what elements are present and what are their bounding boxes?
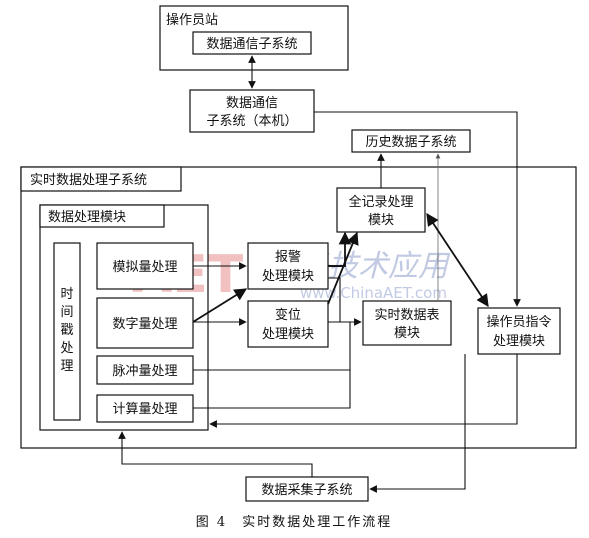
realtime-table-module-line1: 实时数据表 xyxy=(374,308,439,323)
alarm-module-line2: 处理模块 xyxy=(262,269,314,284)
local-comm-line1: 数据通信 xyxy=(226,96,278,111)
digital-processing-box xyxy=(96,297,194,349)
alarm-to-full-record-arrow xyxy=(328,231,352,267)
full-record-module-line1: 全记录处理 xyxy=(348,194,413,210)
calc-processing-box xyxy=(96,394,194,423)
operator-command-to-acquisition-arrow xyxy=(369,354,466,493)
full-record-module-box xyxy=(336,187,426,233)
operator-station-title: 操作员站 xyxy=(166,12,218,28)
data-processing-module-title: 数据处理模块 xyxy=(48,210,126,225)
realtime-subsystem-frame xyxy=(20,166,577,449)
data-acquisition-subsystem-box xyxy=(245,476,369,502)
watermark-url: www.ChinaAET.com xyxy=(300,284,447,302)
change-module-line2: 处理模块 xyxy=(262,327,314,342)
operator-command-module-line1: 操作员指令 xyxy=(486,314,551,330)
data-processing-module-title-box xyxy=(39,204,165,228)
connectors xyxy=(118,111,521,493)
realtime-table-module-line2: 模块 xyxy=(394,326,420,341)
analog-processing-label: 模拟量处理 xyxy=(112,260,177,275)
digital-to-alarm-arrow xyxy=(192,288,248,323)
alarm-module-box xyxy=(247,242,329,290)
local-comm-subsystem-box xyxy=(189,89,315,133)
digital-processing-label: 数字量处理 xyxy=(112,317,177,332)
history-subsystem-box xyxy=(351,129,471,153)
operator-command-module-box xyxy=(477,307,561,355)
change-module-box xyxy=(247,300,329,348)
operator-command-full-record-arrow xyxy=(426,212,489,308)
realtime-table-module-box xyxy=(362,300,452,346)
operator-command-module-line2: 处理模块 xyxy=(493,334,545,349)
change-module-line1: 变位 xyxy=(275,307,301,323)
alarm-to-table-link xyxy=(328,277,341,322)
timestamp-char-4: 处 xyxy=(60,341,73,356)
change-to-full-record-arrow xyxy=(327,231,359,305)
calc-to-change-link xyxy=(193,370,351,409)
timestamp-char-1: 时 xyxy=(60,287,73,302)
pulse-processing-label: 脉冲量处理 xyxy=(112,364,177,379)
realtime-subsystem-title: 实时数据处理子系统 xyxy=(30,173,147,188)
comm-to-operator-command-arrow xyxy=(314,111,521,307)
data-acquisition-subsystem-label: 数据采集子系统 xyxy=(261,482,352,498)
operator-command-to-data-module-arrow xyxy=(209,354,518,428)
full-record-module-line2: 模块 xyxy=(368,213,394,228)
local-comm-line2: 子系统（本机） xyxy=(206,114,297,129)
acquisition-to-data-module-arrow xyxy=(118,431,313,477)
timestamp-processing-box xyxy=(53,242,81,421)
realtime-subsystem-title-box xyxy=(20,166,182,192)
analog-processing-box xyxy=(96,242,194,290)
calc-processing-label: 计算量处理 xyxy=(112,402,177,417)
pulse-processing-box xyxy=(96,355,194,385)
figure-caption: 图 4 实时数据处理工作流程 xyxy=(196,515,392,530)
remote-comm-subsystem-label: 数据通信子系统 xyxy=(206,37,297,52)
alarm-module-line1: 报警 xyxy=(275,249,301,265)
remote-comm-subsystem-box xyxy=(192,31,312,55)
history-subsystem-label: 历史数据子系统 xyxy=(365,135,456,150)
timestamp-char-5: 理 xyxy=(60,359,73,374)
timestamp-char-2: 间 xyxy=(60,305,73,320)
timestamp-char-3: 戳 xyxy=(60,323,73,338)
